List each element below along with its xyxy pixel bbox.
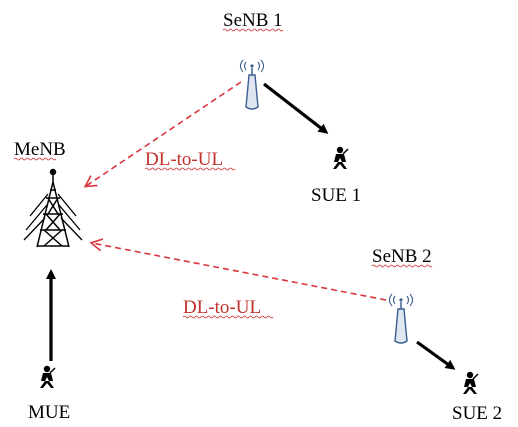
small-cell-antenna-icon [239, 59, 265, 110]
interference-arrow-2 [92, 243, 387, 301]
senb2-node: SeNB 2 [371, 246, 433, 344]
spellcheck-underline [13, 157, 57, 161]
menb-node: MeNB [13, 139, 83, 248]
sue1-node: SUE 1 [311, 146, 361, 206]
senb2-label: SeNB 2 [372, 246, 432, 267]
interference-label-2: DL-to-UL [183, 297, 261, 318]
spellcheck-underline [371, 264, 433, 268]
spellcheck-underline [222, 28, 284, 32]
senb1-label: SeNB 1 [223, 10, 283, 31]
user-equipment-icon [462, 371, 479, 395]
interference-label-1: DL-to-UL [145, 149, 223, 170]
macro-tower-icon [23, 168, 83, 248]
menb-label: MeNB [14, 139, 66, 160]
sue1-label: SUE 1 [311, 185, 361, 206]
interference-arrow-1 [86, 81, 242, 186]
mue-node: MUE [28, 365, 70, 423]
mue-label: MUE [28, 402, 70, 423]
user-equipment-icon [332, 146, 349, 170]
small-cell-antenna-icon [388, 293, 414, 344]
spellcheck-underline [182, 315, 274, 319]
sue2-node: SUE 2 [452, 371, 502, 424]
sue2-label: SUE 2 [452, 403, 502, 424]
spellcheck-underline [144, 167, 236, 171]
user-equipment-icon [39, 365, 56, 389]
senb1-to-sue1-arrow [263, 82, 329, 134]
senb1-node: SeNB 1 [222, 10, 284, 110]
senb2-to-sue2-arrow [416, 340, 456, 370]
